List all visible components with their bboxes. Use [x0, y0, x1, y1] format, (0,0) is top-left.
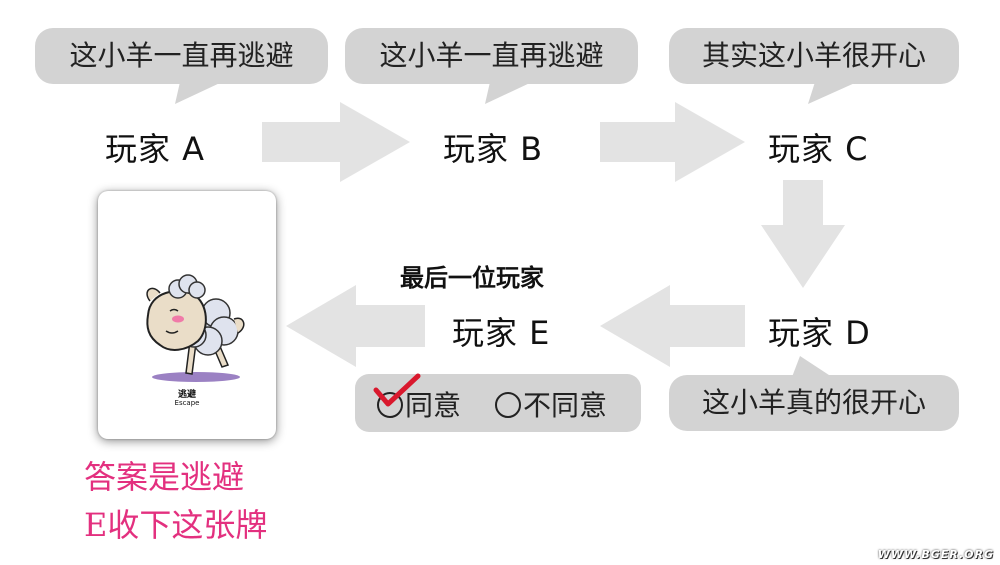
card-subtitle: Escape [174, 399, 200, 407]
vote-box: 同意 不同意 [355, 374, 641, 432]
watermark: WWW.BGER.ORG [877, 548, 994, 561]
speech-bubble-d: 这小羊真的很开心 [669, 375, 959, 431]
agree-radio-icon[interactable] [377, 392, 403, 418]
sheep-illustration [146, 274, 245, 382]
card-title: 逃避 [177, 390, 196, 400]
answer-line-1: 答案是逃避 [84, 458, 245, 496]
player-b-label: 玩家 B [443, 130, 544, 168]
bubble-text-a: 这小羊一直再逃避 [69, 39, 294, 72]
player-e-label: 玩家 E [452, 314, 551, 352]
speech-bubble-c: 其实这小羊很开心 [669, 28, 959, 84]
disagree-label: 不同意 [523, 389, 608, 422]
bubble-text-b: 这小羊一直再逃避 [379, 39, 604, 72]
player-a-label: 玩家 A [105, 130, 206, 168]
player-c-label: 玩家 C [768, 130, 869, 168]
agree-label: 同意 [405, 389, 462, 422]
player-d-label: 玩家 D [768, 314, 871, 352]
sheep-card: 逃避 Escape [98, 191, 276, 439]
disagree-option[interactable]: 不同意 [495, 384, 607, 424]
bubble-text-d: 这小羊真的很开心 [701, 386, 926, 419]
speech-bubble-b: 这小羊一直再逃避 [345, 28, 638, 84]
last-player-label: 最后一位玩家 [400, 264, 544, 292]
disagree-radio-icon[interactable] [495, 392, 521, 418]
agree-option[interactable]: 同意 [377, 384, 461, 424]
bubble-text-c: 其实这小羊很开心 [701, 39, 926, 72]
speech-bubble-a: 这小羊一直再逃避 [35, 28, 328, 84]
answer-line-2: E收下这张牌 [84, 506, 268, 544]
